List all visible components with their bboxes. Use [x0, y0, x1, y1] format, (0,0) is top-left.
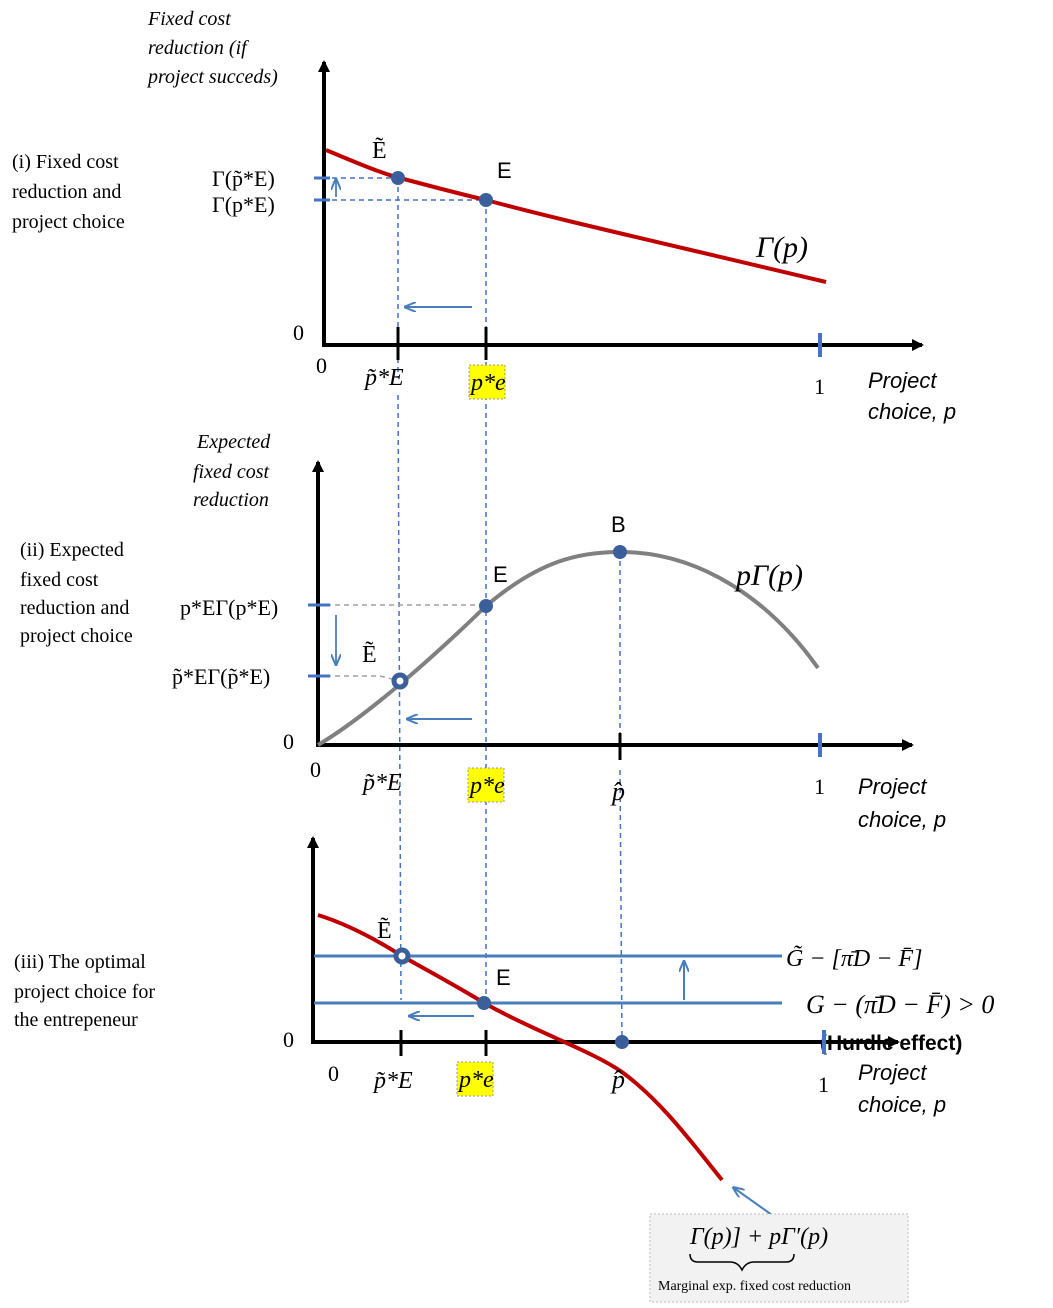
panel1-ytick-upper: Γ(p̃*E) [212, 166, 275, 191]
panel2-xtick-star-label: p*e [468, 773, 505, 799]
panel1-point-e [479, 193, 493, 207]
panel3-x-label-1: Project [858, 1060, 927, 1085]
panel2-star-highlight [467, 767, 505, 803]
panel3-marginal-curve [317, 913, 724, 1182]
panel3-xtick-tilde-label: p̃*E [372, 1068, 413, 1094]
panel1-y-label-2: reduction (if [148, 37, 249, 59]
panel1-point-tilde-e [391, 171, 405, 185]
panel3-point-e-label: E [496, 965, 511, 990]
panel1-xtick-star-label: p*e [469, 370, 506, 396]
formula-box-bg [649, 1213, 909, 1303]
panel1-origin-x: 0 [316, 353, 327, 378]
panel1-point-tilde-label: Ẽ [372, 138, 387, 164]
panel3-xtick-one-label: 1 [818, 1072, 829, 1097]
formula-box: Γ(p)] + pΓ′(p) Marginal exp. fixed cost … [649, 1213, 909, 1303]
panel1-xtick-one-label: 1 [814, 374, 825, 399]
panel2-xtick-one-label: 1 [814, 774, 825, 799]
panel1-curve-label: Γ(p) [755, 231, 808, 264]
panel2-y-label-1: Expected [196, 431, 271, 453]
panel1-side-label-3: project choice [12, 211, 125, 233]
panel3-point-e [477, 996, 491, 1010]
panel2-xtick-hat-label: p̂ [610, 777, 625, 806]
panel2-point-e-label: E [493, 562, 508, 587]
panel1-gamma-curve [325, 148, 827, 284]
panel-1: Fixed cost reduction (if project succeds… [12, 8, 956, 424]
panel3-pointer-arrow [734, 1188, 773, 1216]
panel1-point-e-label: E [497, 158, 512, 183]
panel2-curve-label: pΓ(p) [734, 559, 803, 592]
panel2-ytick-lower: p̃*EΓ(p̃*E) [172, 664, 270, 689]
panel3-hurdle-label: (Hurdle effect) [820, 1032, 962, 1055]
panel3-origin-y: 0 [283, 1027, 294, 1052]
panel2-x-label-2: choice, p [858, 807, 946, 832]
panel2-x-label-1: Project [858, 774, 927, 799]
panel-2: Expected fixed cost reduction (ii) Expec… [20, 431, 946, 832]
panel2-point-b-label: B [611, 512, 626, 537]
panel2-point-tilde-label: Ẽ [362, 642, 377, 668]
formula-caption: Marginal exp. fixed cost reduction [658, 1279, 851, 1294]
panel3-line-upper-label: G̃ − [π̄D − F̄] [786, 945, 922, 972]
panel-3: (iii) The optimal project choice for the… [14, 836, 994, 1303]
panel1-origin-y: 0 [293, 320, 304, 345]
panel3-origin-x: 0 [328, 1061, 339, 1086]
panel1-y-label-1: Fixed cost [147, 8, 231, 30]
panel3-xtick-star-label: p*e [457, 1067, 494, 1093]
panel2-xtick-tilde-label: p̃*E [361, 770, 402, 796]
panel1-x-label-1: Project [868, 368, 937, 393]
panel2-y-label-2: fixed cost [193, 461, 270, 483]
panel1-side-label-2: reduction and [12, 181, 121, 203]
formula-underbrace [689, 1253, 795, 1272]
panel2-origin-y: 0 [283, 729, 294, 754]
panel1-xtick-tilde-label: p̃*E [363, 365, 404, 391]
panel1-ytick-lower: Γ(p*E) [212, 192, 275, 217]
panel2-origin-x: 0 [310, 757, 321, 782]
panel1-y-label-3: project succeds) [146, 66, 278, 88]
panel3-point-hat [615, 1035, 629, 1049]
panel2-point-tilde-e [391, 672, 409, 690]
panel2-y-label-3: reduction [193, 489, 269, 511]
panel3-side-label-2: project choice for [14, 981, 155, 1003]
panel3-side-label-3: the entrepeneur [14, 1009, 138, 1031]
panel3-star-highlight [456, 1061, 494, 1097]
panel2-expected-curve [316, 549, 820, 747]
panel2-point-b [613, 545, 627, 559]
panel3-side-label-1: (iii) The optimal [14, 951, 146, 973]
formula-text: Γ(p)] + pΓ′(p) [689, 1224, 828, 1250]
panel2-side-label-1: (ii) Expected [20, 539, 124, 561]
panel3-point-tilde-e [393, 947, 411, 965]
panel1-side-label-1: (i) Fixed cost [12, 151, 119, 173]
panel1-star-highlight [468, 364, 506, 400]
panel3-line-lower-label: G − (π̄D − F̄) > 0 [806, 990, 994, 1019]
panel2-side-label-3: reduction and [20, 597, 129, 619]
panel3-x-label-2: choice, p [858, 1092, 946, 1117]
panel3-point-tilde-label: Ẽ [377, 918, 392, 944]
guide-hat-p [619, 552, 623, 1043]
panel2-point-e [479, 599, 493, 613]
panel2-ytick-upper: p*EΓ(p*E) [180, 595, 278, 620]
guide-tilde-p [397, 178, 402, 1001]
panel2-side-label-4: project choice [20, 625, 133, 647]
panel1-x-label-2: choice, p [868, 399, 956, 424]
panel2-side-label-2: fixed cost [20, 569, 99, 591]
panel3-xtick-hat-label: p̂ [610, 1065, 625, 1094]
